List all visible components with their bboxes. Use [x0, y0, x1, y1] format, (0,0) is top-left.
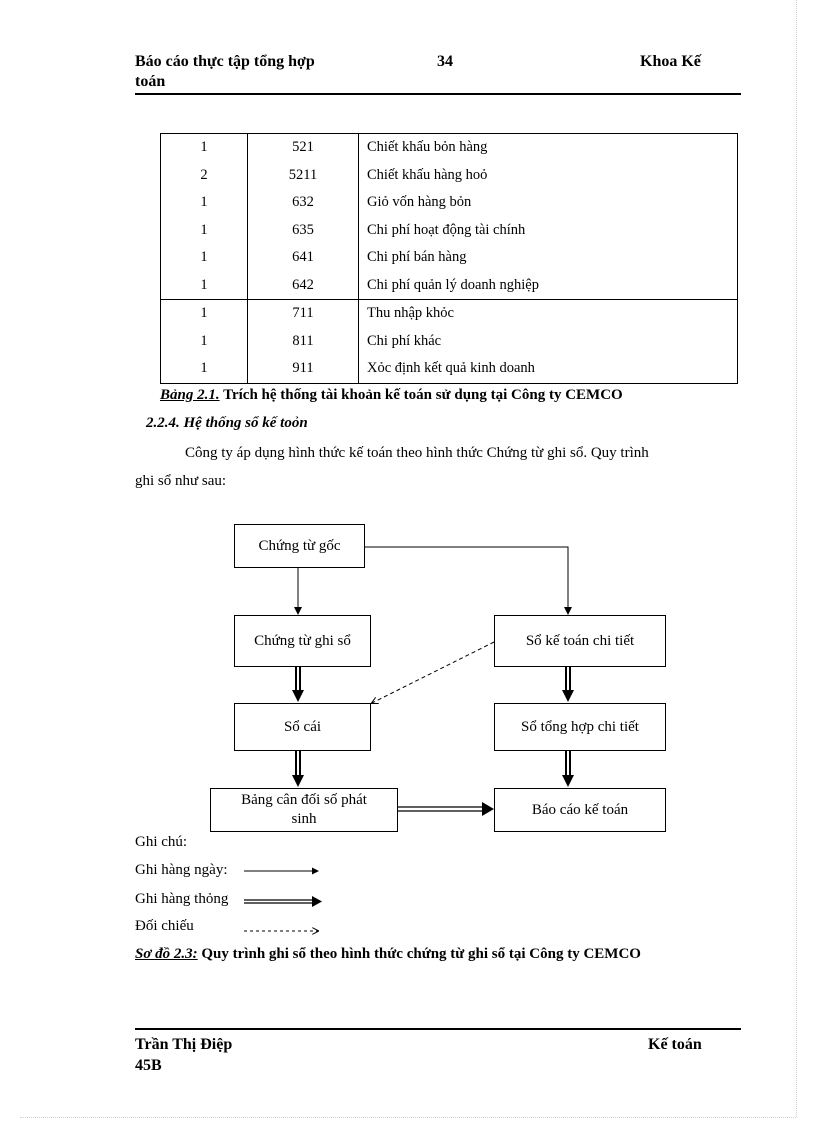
account-code-cell: 632	[247, 189, 359, 217]
box-trial-balance-line1: Bảng cân đối số phát	[241, 792, 367, 808]
account-name-cell: Thu nhập khỏc	[358, 299, 738, 328]
box-original-vouchers: Chứng từ gốc	[234, 524, 365, 568]
table-caption-text: Trích hệ thống tài khoản kế toán sử dụng…	[219, 387, 623, 403]
header-title-line2: toán	[135, 73, 166, 90]
account-level-cell: 1	[160, 355, 248, 384]
arrow-ledger-to-trialbalance	[292, 751, 304, 787]
footer-author-class: 45B	[135, 1057, 162, 1074]
arrow-register-to-ledger	[292, 667, 304, 702]
account-level-cell: 1	[160, 299, 248, 328]
header-rule	[135, 93, 741, 95]
account-name-cell: Chi phí khác	[358, 327, 738, 355]
account-name-cell: Chi phí hoạt động tài chính	[358, 216, 738, 244]
account-code-cell: 911	[247, 355, 359, 384]
paragraph-line2: ghi sổ như sau:	[135, 473, 227, 489]
page-border-bottom	[20, 1117, 796, 1118]
arrow-summary-to-reports	[562, 751, 574, 787]
account-name-cell: Chiết khấu bỏn hàng	[358, 133, 738, 162]
box-voucher-register: Chứng từ ghi sổ	[234, 615, 371, 667]
legend-reconcile: Đối chiếu	[135, 918, 194, 934]
diagram-caption-text: Quy trình ghi sổ theo hình thức chứng từ…	[197, 946, 641, 962]
diagram-caption-label: Sơ đồ 2.3:	[135, 946, 198, 962]
box-trial-balance: Bảng cân đối số phát sinh	[210, 788, 398, 832]
box-detail-ledger: Sổ kế toán chi tiết	[494, 615, 666, 667]
account-level-cell: 1	[160, 189, 248, 217]
account-name-cell: Chi phí quản lý doanh nghiệp	[358, 271, 738, 300]
header-title: Báo cáo thực tập tổng hợp toán	[135, 52, 315, 92]
page-border-right	[796, 0, 797, 1117]
account-name-cell: Giỏ vốn hàng bỏn	[358, 189, 738, 217]
account-name-cell: Xỏc định kết quả kinh doanh	[358, 355, 738, 384]
footer-author-name: Trần Thị Điệp	[135, 1036, 233, 1053]
account-level-cell: 1	[160, 244, 248, 272]
legend-title: Ghi chú:	[135, 834, 188, 850]
arrow-detail-to-summary	[562, 667, 574, 702]
arrow-detail-reconcile-ledger	[372, 641, 495, 703]
section-heading: 2.2.4. Hệ thống sổ kế toỏn	[146, 415, 308, 431]
legend-monthly-line	[244, 896, 322, 907]
header-title-line1: Báo cáo thực tập tổng hợp	[135, 53, 315, 70]
account-code-cell: 642	[247, 271, 359, 300]
account-name-cell: Chiết khấu hàng hoỏ	[358, 161, 738, 189]
table-caption-label: Bảng 2.1.	[160, 387, 220, 403]
account-code-cell: 521	[247, 133, 359, 162]
account-code-cell: 811	[247, 327, 359, 355]
footer-department: Kế toán	[648, 1036, 702, 1053]
account-level-cell: 1	[160, 133, 248, 162]
arrow-trialbalance-to-reports	[398, 802, 494, 816]
diagram-caption: Sơ đồ 2.3: Quy trình ghi sổ theo hình th…	[135, 946, 641, 963]
page-number: 34	[437, 53, 453, 70]
legend-monthly: Ghi hàng thỏng	[135, 891, 229, 907]
account-name-cell: Chi phí bán hàng	[358, 244, 738, 272]
account-code-cell: 711	[247, 299, 359, 328]
footer-rule	[135, 1028, 741, 1030]
legend-daily: Ghi hàng ngày:	[135, 862, 228, 878]
header-department: Khoa Kế	[640, 53, 701, 70]
box-general-ledger: Sổ cái	[234, 703, 371, 751]
footer-author: Trần Thị Điệp 45B	[135, 1034, 232, 1076]
account-level-cell: 1	[160, 271, 248, 300]
account-code-cell: 641	[247, 244, 359, 272]
box-financial-reports: Báo cáo kế toán	[494, 788, 666, 832]
arrow-original-to-detail	[365, 546, 572, 615]
account-code-cell: 5211	[247, 161, 359, 189]
box-detail-summary: Sổ tổng hợp chi tiết	[494, 703, 666, 751]
account-code-cell: 635	[247, 216, 359, 244]
paragraph-line1: Công ty áp dụng hình thức kế toán theo h…	[185, 445, 649, 461]
table-caption: Bảng 2.1. Trích hệ thống tài khoản kế to…	[160, 387, 623, 404]
box-trial-balance-line2: sinh	[291, 811, 317, 827]
account-level-cell: 1	[160, 327, 248, 355]
